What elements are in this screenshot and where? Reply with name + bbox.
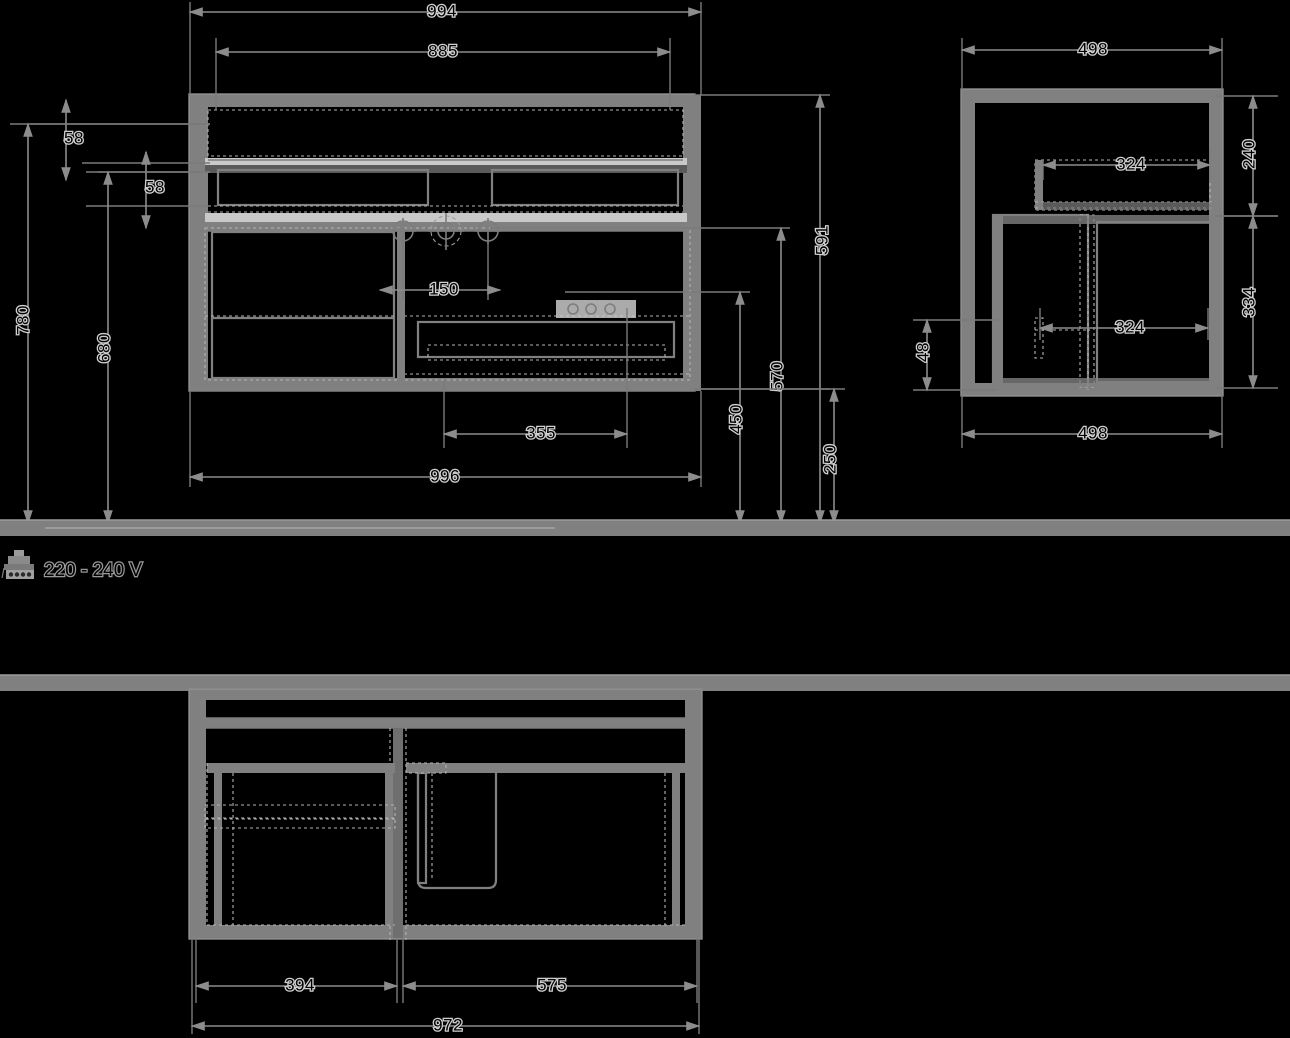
dim-570-label: 570 (767, 361, 786, 391)
dim-994: 994 (188, 0, 703, 95)
side-view: 498 498 324 324 240 (912, 38, 1278, 448)
center-divider (397, 228, 405, 380)
cabinet-outer-body (188, 93, 701, 392)
side-upper-drawer (1034, 159, 1214, 211)
dim-591-label: 591 (812, 225, 831, 255)
front-elevation-view: 994 885 58 58 780 (10, 0, 845, 525)
dim-575: 575 (401, 938, 699, 1003)
dim-972: 972 (190, 938, 701, 1036)
power-supply-label: 220 - 240 V (44, 560, 143, 581)
side-lower-drawers (991, 213, 1214, 390)
dim-394: 394 (194, 938, 399, 1003)
dim-48: 48 (912, 318, 998, 392)
dim-150-label: 150 (429, 279, 459, 298)
dim-324-upper: 324 (1041, 150, 1212, 180)
dim-996: 996 (188, 391, 703, 487)
dim-48-label: 48 (913, 342, 932, 362)
dim-334: 334 (1215, 214, 1278, 390)
dim-498-bottom: 498 (960, 395, 1224, 448)
power-supply-annotation: 220 - 240 V (1, 550, 144, 582)
dim-972-label: 972 (433, 1015, 463, 1034)
plan-left-compartment (204, 763, 396, 926)
plan-back-rail (205, 717, 687, 729)
dim-334-label: 334 (1239, 287, 1258, 317)
dim-994-label: 994 (427, 1, 457, 20)
dim-355-label: 355 (526, 423, 556, 442)
dim-150: 150 (378, 240, 502, 300)
dim-450-label: 450 (726, 404, 745, 434)
plan-view: 394 575 972 (188, 688, 703, 1036)
lower-left-door (204, 227, 400, 381)
dim-680-label: 680 (94, 333, 113, 363)
dim-591: 591 (694, 93, 833, 525)
dim-394-label: 394 (285, 975, 315, 994)
dim-324-upper-label: 324 (1116, 154, 1146, 173)
dim-324-lower: 324 (1038, 308, 1210, 340)
dim-498-top: 498 (960, 38, 1224, 90)
dim-885: 885 (214, 38, 672, 110)
plan-right-compartment (405, 762, 687, 926)
dim-780-label: 780 (13, 305, 32, 335)
floor-line-upper (0, 519, 1290, 536)
dim-996-label: 996 (430, 466, 460, 485)
dim-885-label: 885 (428, 41, 458, 60)
dim-58-upper-label: 58 (64, 128, 84, 147)
dim-58-lower-label: 58 (145, 177, 165, 196)
drain-center-icon (428, 213, 464, 250)
dim-498-bottom-label: 498 (1078, 423, 1108, 442)
lower-right-drawers (403, 227, 691, 381)
dim-575-label: 575 (537, 975, 567, 994)
dim-324-lower-label: 324 (1115, 317, 1145, 336)
floor-line-lower (0, 674, 1290, 691)
dim-240-label: 240 (1239, 139, 1258, 169)
plan-outer-frame (188, 688, 703, 940)
power-socket-icon (1, 550, 34, 579)
dim-355: 355 (442, 308, 629, 448)
dim-498-top-label: 498 (1078, 39, 1108, 58)
dim-250-label: 250 (820, 444, 839, 474)
